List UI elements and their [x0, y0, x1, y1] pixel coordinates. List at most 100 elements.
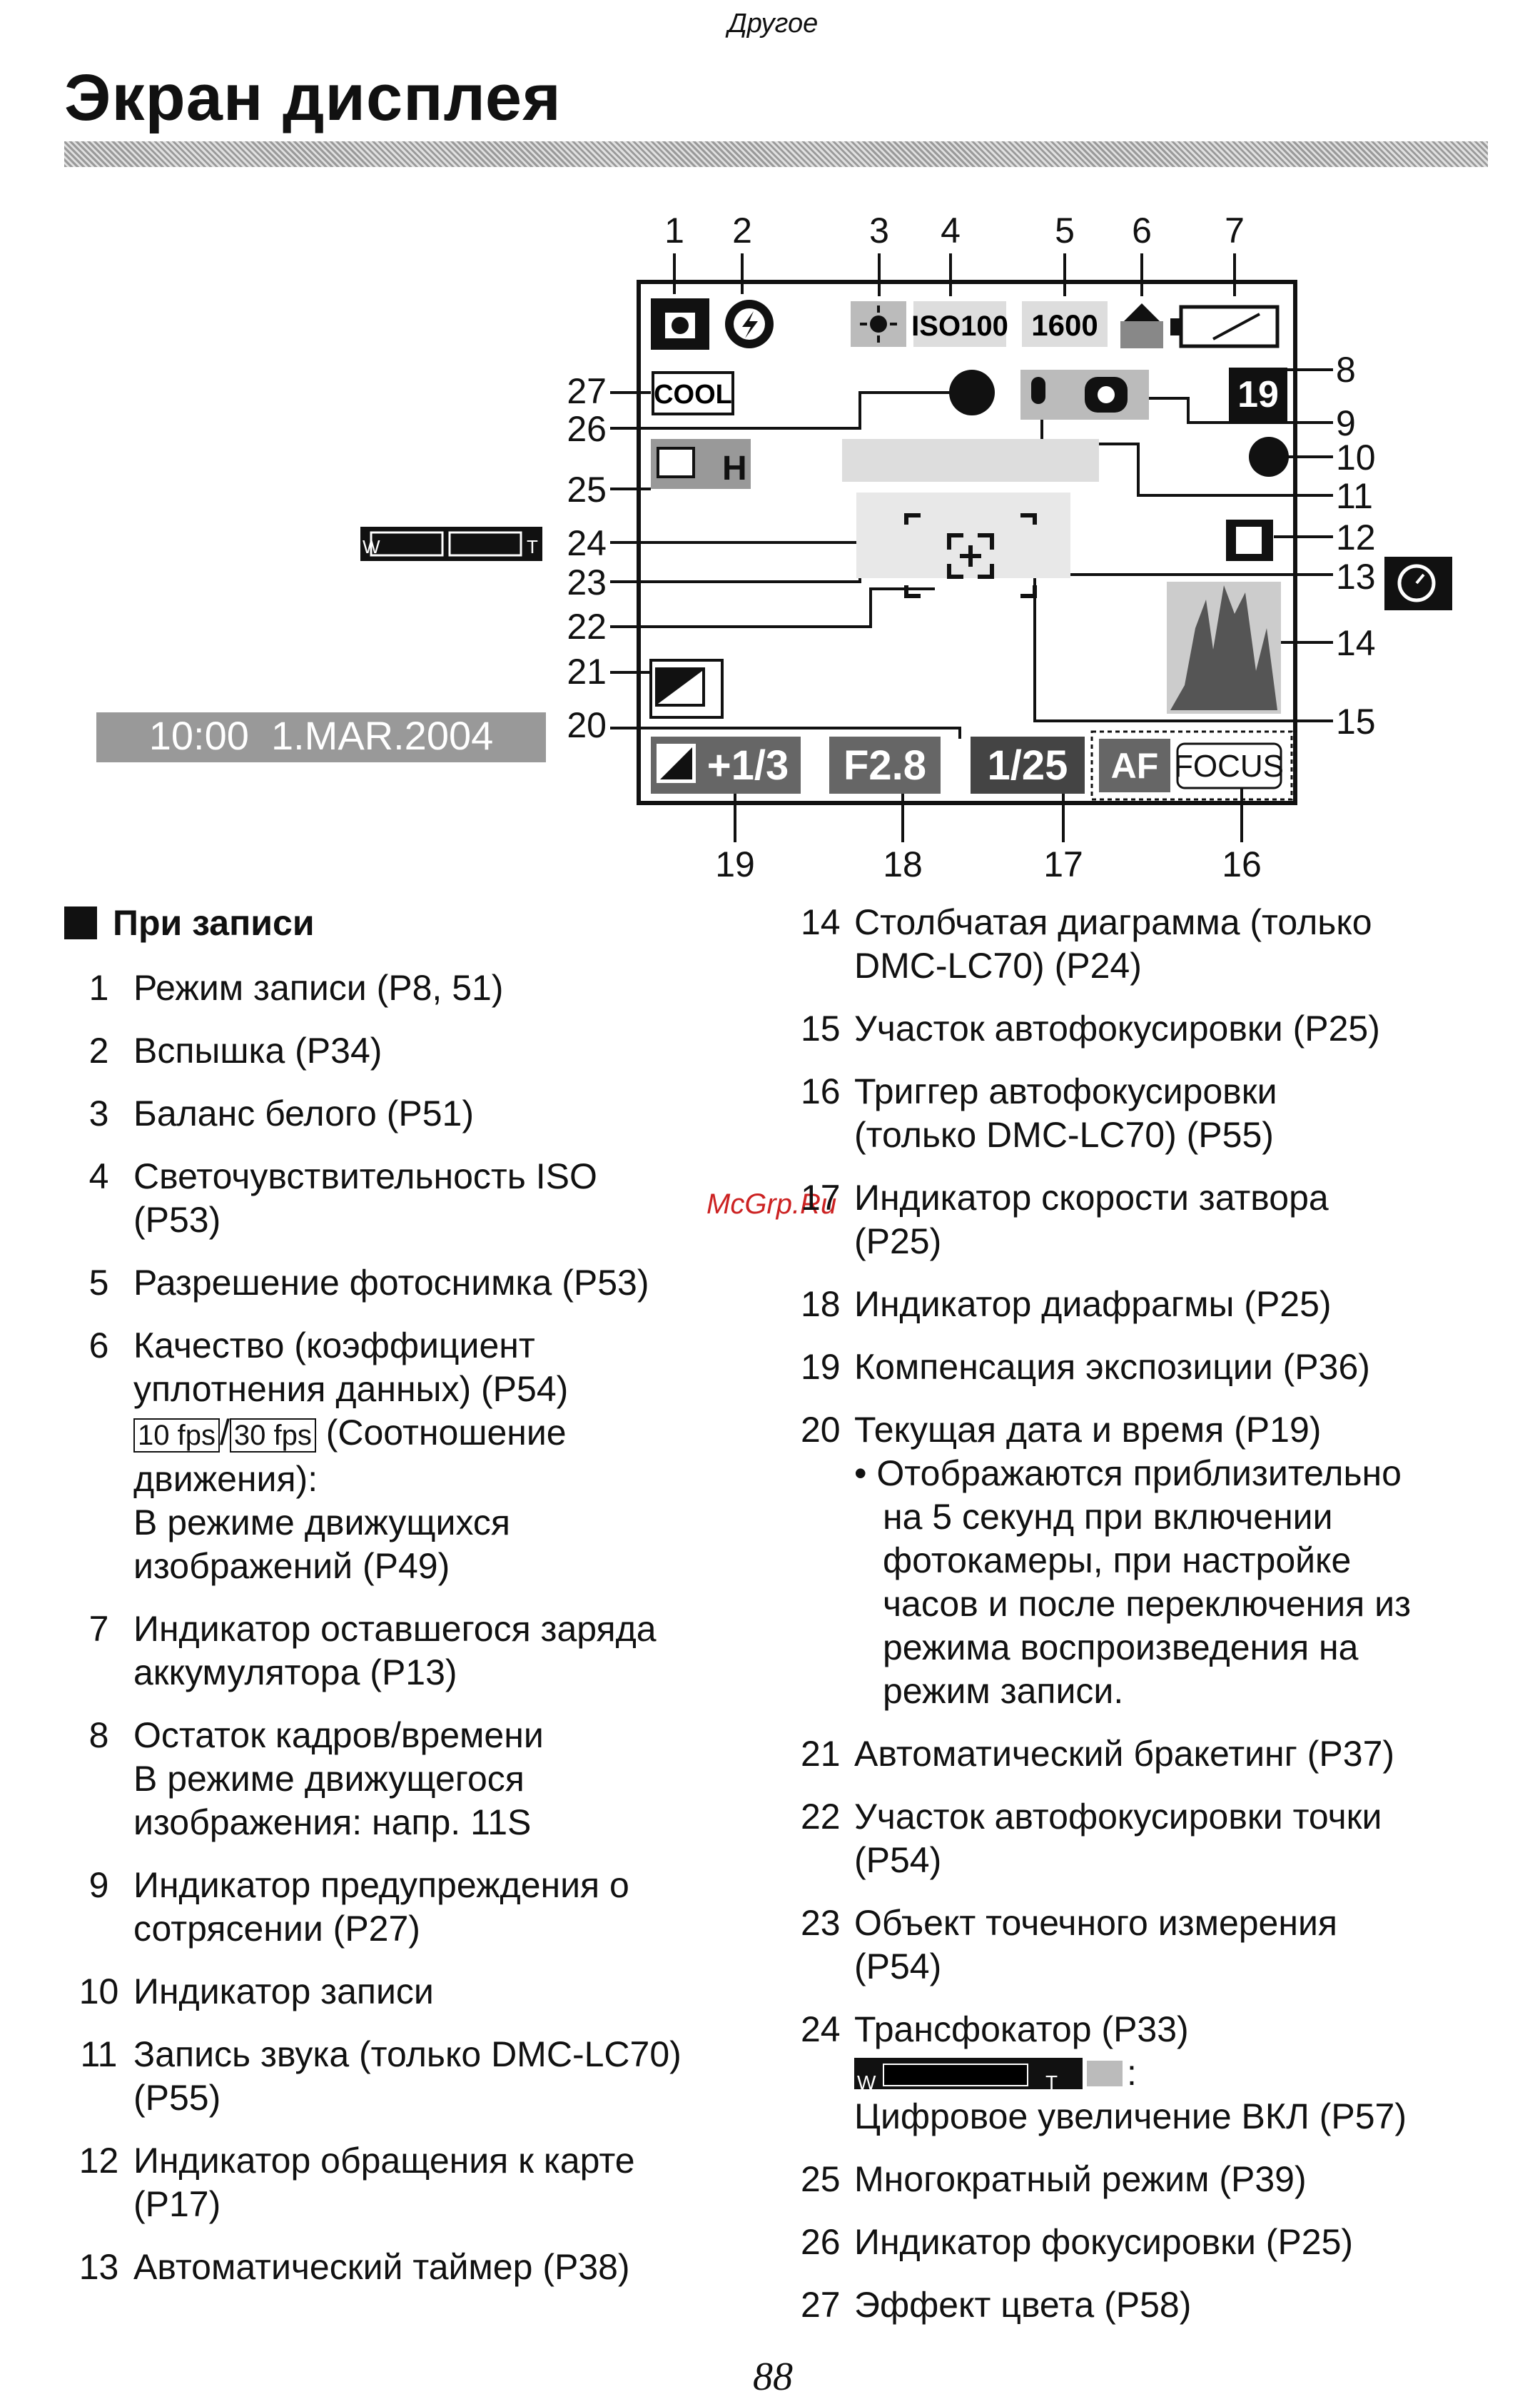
callout-number: 16	[1222, 844, 1262, 884]
fps-badge: 30 fps	[229, 1418, 316, 1453]
callout-number: 20	[567, 705, 607, 745]
list-item: 6 Качество (коэффициент уплотнения данны…	[88, 1325, 569, 1586]
multi-mode-icon: H	[651, 439, 751, 489]
page-title: Экран дисплея	[64, 61, 562, 134]
callout-number: 3	[869, 211, 889, 251]
svg-text:T: T	[527, 536, 538, 557]
self-timer-icon	[1384, 557, 1452, 610]
callout-number: 5	[1055, 211, 1075, 251]
callout-number: 17	[1043, 844, 1083, 884]
callout-number: 21	[567, 652, 607, 692]
flash-icon	[725, 300, 774, 348]
card-access-icon	[1226, 520, 1273, 561]
recording-heading: При записи	[64, 901, 749, 945]
frames-remaining: 19	[1237, 374, 1279, 415]
page-number: 88	[753, 2355, 793, 2399]
callout-number: 27	[567, 371, 607, 411]
spot-af-frame	[947, 533, 994, 579]
callout-number: 15	[1336, 702, 1376, 742]
resolution-indicator: 1600	[1031, 308, 1098, 342]
sound-recording-icon	[1020, 370, 1149, 420]
battery-icon	[1170, 305, 1280, 348]
af-area-frame	[904, 513, 1037, 598]
callout-number: 11	[1336, 476, 1373, 516]
callout-number: 2	[732, 211, 752, 251]
callout-number: 22	[567, 607, 607, 647]
svg-text:H: H	[722, 450, 747, 488]
white-balance-icon	[851, 301, 906, 347]
recording-mode-icon	[651, 298, 709, 350]
svg-text:W: W	[363, 536, 380, 557]
zoom-bar-icon: W T	[854, 2057, 1083, 2094]
fps-badge: 10 fps	[133, 1418, 220, 1453]
callout-number: 4	[941, 211, 961, 251]
digital-zoom-icon	[1087, 2060, 1123, 2086]
callout-number: 6	[1132, 211, 1152, 251]
section-label: Другое	[728, 9, 819, 39]
callout-number: 18	[883, 844, 923, 884]
callout-number: 1	[664, 211, 684, 251]
color-effect-indicator: COOL	[654, 380, 732, 410]
datetime-display: 10:00 1.MAR.2004	[149, 713, 494, 758]
quality-icon	[1120, 303, 1163, 348]
zoom-bar: W T	[360, 527, 542, 561]
callout-number: 23	[567, 562, 607, 602]
recording-indicator	[1249, 437, 1289, 477]
bracket-icon	[649, 659, 724, 719]
callout-number: 7	[1225, 211, 1245, 251]
af-indicator: AF	[1111, 746, 1159, 786]
focus-trigger: FOCUS	[1174, 749, 1284, 784]
callout-number: 14	[1336, 623, 1376, 663]
iso-indicator: ISO100	[911, 310, 1008, 342]
callout-number: 8	[1336, 350, 1356, 390]
focus-indicator	[949, 370, 995, 415]
aperture-value: F2.8	[844, 742, 926, 789]
callout-number: 25	[567, 470, 607, 510]
callout-number: 12	[1336, 517, 1376, 557]
histogram	[1167, 582, 1281, 714]
callout-number: 13	[1336, 557, 1376, 597]
callout-number: 26	[567, 409, 607, 449]
watermark: McGrp.Ru	[706, 1188, 837, 1220]
shutter-value: 1/25	[988, 742, 1068, 789]
list-item: 24 Трансфокатор (P33) W T : Цифровое уве…	[801, 2009, 1407, 2136]
title-rule	[64, 141, 1488, 167]
callout-number: 24	[567, 523, 607, 563]
callout-number: 9	[1336, 403, 1356, 443]
heading-square-icon	[64, 906, 97, 939]
exposure-value: +1/3	[707, 742, 789, 789]
callout-number: 19	[715, 844, 755, 884]
callout-number: 10	[1336, 438, 1376, 478]
